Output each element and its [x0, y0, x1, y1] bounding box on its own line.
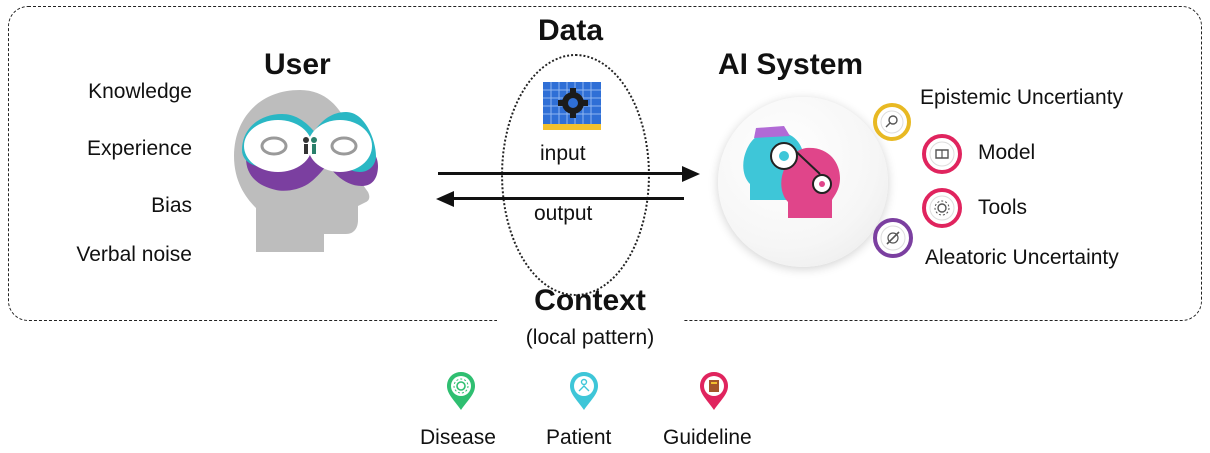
- user-factor-knowledge: Knowledge: [88, 80, 192, 103]
- context-subtitle: (local pattern): [525, 326, 655, 349]
- data-heading: Data: [538, 14, 604, 47]
- tools-badge: [922, 188, 962, 228]
- tools-label: Tools: [978, 196, 1028, 219]
- context-item-disease: Disease: [420, 426, 496, 449]
- infinity-logo: [242, 112, 378, 191]
- model-label: Model: [978, 141, 1036, 164]
- user-factor-verbal-noise: Verbal noise: [76, 243, 192, 266]
- input-arrowhead: [682, 166, 700, 182]
- user-head-illustration: [234, 90, 378, 252]
- output-label-box: output: [528, 202, 599, 226]
- disease-pin-icon: [447, 372, 475, 410]
- aleatoric-badge: [873, 218, 913, 258]
- context-heading: Context: [534, 284, 646, 317]
- output-arrow-line: [452, 197, 684, 200]
- input-label: input: [534, 142, 592, 165]
- user-factor-bias: Bias: [151, 194, 192, 217]
- ai-system-heading: AI System: [718, 48, 864, 81]
- context-item-patient: Patient: [546, 426, 612, 449]
- aleatoric-label: Aleatoric Uncertainty: [925, 246, 1119, 269]
- ai-heads-icon: [743, 126, 840, 218]
- model-badge: [922, 134, 962, 174]
- data-ellipse: [501, 54, 650, 296]
- user-heading: User: [264, 48, 331, 81]
- context-frame-gap: [497, 300, 683, 340]
- data-chip-icon: [543, 82, 601, 130]
- epistemic-label: Epistemic Uncertianty: [920, 86, 1124, 109]
- output-arrowhead: [436, 191, 454, 207]
- patient-pin-icon: [570, 372, 598, 410]
- input-arrow-line: [438, 172, 686, 175]
- guideline-pin-icon: [700, 372, 728, 410]
- input-label-box: input: [534, 142, 592, 166]
- output-label: output: [528, 202, 599, 225]
- user-factors-list: Knowledge Experience Bias Verbal noise: [20, 0, 192, 300]
- context-item-guideline: Guideline: [663, 426, 752, 449]
- epistemic-badge: [873, 103, 911, 141]
- user-factor-experience: Experience: [86, 137, 192, 160]
